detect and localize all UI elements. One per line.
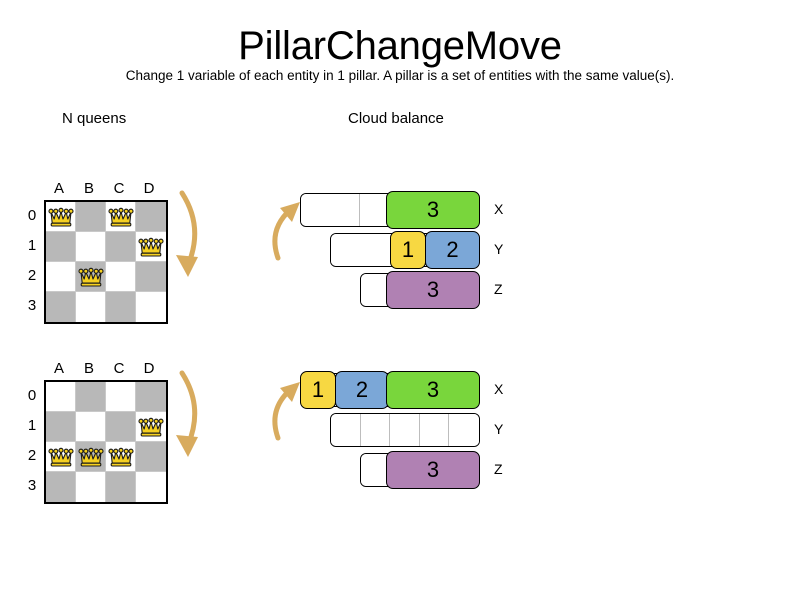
queen-icon xyxy=(138,237,164,257)
capacity-slot xyxy=(360,414,391,446)
process-block-2[interactable]: 2 xyxy=(425,231,480,269)
process-block-3[interactable]: 3 xyxy=(386,271,480,309)
capacity-slot xyxy=(390,414,420,446)
queen-icon xyxy=(108,207,134,227)
process-block-3[interactable]: 3 xyxy=(386,371,480,409)
computer-label-z: Z xyxy=(494,281,503,297)
board-column-label: C xyxy=(113,180,125,197)
board-row-label: 3 xyxy=(27,297,37,314)
board-cell-A2[interactable] xyxy=(46,442,76,472)
board-row-label: 1 xyxy=(27,417,37,434)
board-cell-B3[interactable] xyxy=(76,472,106,502)
board-cell-D1[interactable] xyxy=(136,412,166,442)
board-cell-D3[interactable] xyxy=(136,292,166,322)
board-column-label: C xyxy=(113,360,125,377)
board-cell-C2[interactable] xyxy=(106,262,136,292)
transition-arrow-nqueens-top xyxy=(176,190,198,277)
board-column-label: D xyxy=(143,360,155,377)
board-cell-D2[interactable] xyxy=(136,442,166,472)
board-row-label: 0 xyxy=(27,387,37,404)
section-header-nqueens: N queens xyxy=(62,110,127,127)
board-column-label: B xyxy=(83,180,94,197)
queen-icon xyxy=(138,417,164,437)
process-block-3[interactable]: 3 xyxy=(386,191,480,229)
board-cell-B3[interactable] xyxy=(76,292,106,322)
board-cell-A1[interactable] xyxy=(46,412,76,442)
board-cell-B1[interactable] xyxy=(76,232,106,262)
capacity-slot xyxy=(419,414,450,446)
board-cell-B0[interactable] xyxy=(76,202,106,232)
computer-label-x: X xyxy=(494,381,504,397)
page-subtitle: Change 1 variable of each entity in 1 pi… xyxy=(125,68,675,83)
board-row-label: 1 xyxy=(27,237,37,254)
transition-arrow-nqueens-bottom xyxy=(176,370,198,457)
board-cell-C0[interactable] xyxy=(106,382,136,412)
computer-label-z: Z xyxy=(494,461,503,477)
computer-label-y: Y xyxy=(494,421,504,437)
board-cell-A3[interactable] xyxy=(46,292,76,322)
board-row xyxy=(46,262,166,292)
board-column-label: A xyxy=(53,360,64,377)
board-column-label: B xyxy=(83,360,94,377)
board-cell-C1[interactable] xyxy=(106,232,136,262)
board-cell-C2[interactable] xyxy=(106,442,136,472)
board-cell-D0[interactable] xyxy=(136,202,166,232)
board-cell-B1[interactable] xyxy=(76,412,106,442)
board-column-label: D xyxy=(143,180,155,197)
board-grid xyxy=(44,380,168,504)
board-cell-A1[interactable] xyxy=(46,232,76,262)
board-cell-C3[interactable] xyxy=(106,292,136,322)
board-row xyxy=(46,412,166,442)
board-cell-D3[interactable] xyxy=(136,472,166,502)
board-cell-B2[interactable] xyxy=(76,262,106,292)
queen-icon xyxy=(108,447,134,467)
board-row xyxy=(46,292,166,322)
capacity-slot xyxy=(301,194,361,226)
transition-arrow-cloud-top xyxy=(272,202,300,261)
process-block-1[interactable]: 1 xyxy=(300,371,336,409)
capacity-slot xyxy=(449,414,479,446)
board-row xyxy=(46,442,166,472)
computer-label-y: Y xyxy=(494,241,504,257)
queen-icon xyxy=(48,447,74,467)
board-cell-B0[interactable] xyxy=(76,382,106,412)
board-cell-D1[interactable] xyxy=(136,232,166,262)
board-column-label: A xyxy=(53,180,64,197)
computer-capacity-bar[interactable] xyxy=(330,413,480,447)
board-row-label: 2 xyxy=(27,447,37,464)
process-block-3[interactable]: 3 xyxy=(386,451,480,489)
board-row xyxy=(46,232,166,262)
queen-icon xyxy=(78,447,104,467)
section-header-cloud-balance: Cloud balance xyxy=(348,110,444,127)
board-cell-B2[interactable] xyxy=(76,442,106,472)
board-row-label: 2 xyxy=(27,267,37,284)
board-row xyxy=(46,202,166,232)
board-cell-A0[interactable] xyxy=(46,202,76,232)
queen-icon xyxy=(78,267,104,287)
board-cell-A3[interactable] xyxy=(46,472,76,502)
page-title: PillarChangeMove xyxy=(238,24,562,68)
board-cell-C3[interactable] xyxy=(106,472,136,502)
process-block-1[interactable]: 1 xyxy=(390,231,426,269)
transition-arrow-cloud-bottom xyxy=(272,382,300,441)
board-row-label: 3 xyxy=(27,477,37,494)
board-row xyxy=(46,472,166,502)
board-row xyxy=(46,382,166,412)
board-cell-A2[interactable] xyxy=(46,262,76,292)
board-row-label: 0 xyxy=(27,207,37,224)
board-cell-D2[interactable] xyxy=(136,262,166,292)
queen-icon xyxy=(48,207,74,227)
computer-label-x: X xyxy=(494,201,504,217)
board-cell-C1[interactable] xyxy=(106,412,136,442)
capacity-slot xyxy=(331,414,361,446)
board-cell-A0[interactable] xyxy=(46,382,76,412)
board-grid xyxy=(44,200,168,324)
board-cell-D0[interactable] xyxy=(136,382,166,412)
process-block-2[interactable]: 2 xyxy=(335,371,389,409)
board-cell-C0[interactable] xyxy=(106,202,136,232)
